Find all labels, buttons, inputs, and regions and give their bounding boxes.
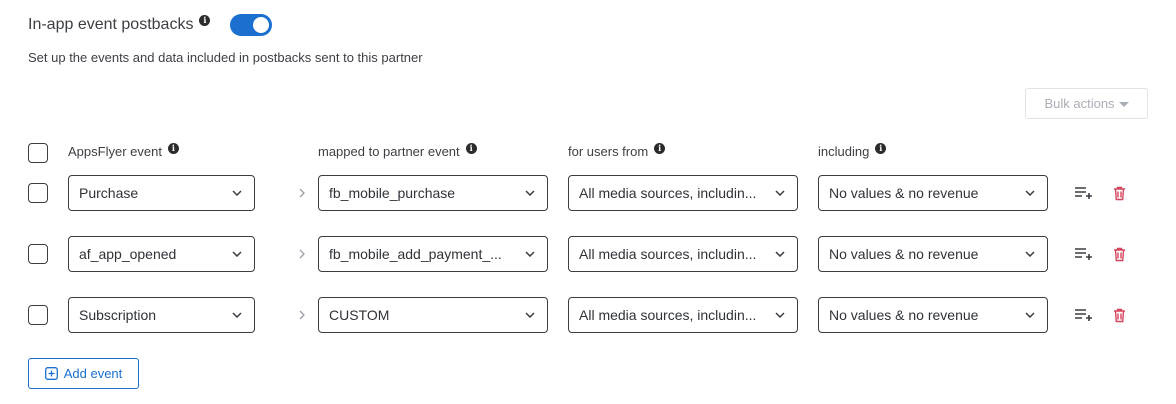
chevron-down-icon <box>521 245 539 263</box>
select-value: All media sources, includin... <box>579 307 757 323</box>
select-value: CUSTOM <box>329 307 390 323</box>
section-title: In-app event postbacks <box>28 16 194 33</box>
including-select[interactable]: No values & no revenue <box>818 297 1048 333</box>
chevron-down-icon <box>1021 245 1039 263</box>
appsflyer-event-select[interactable]: af_app_opened <box>68 236 255 272</box>
partner-event-select[interactable]: CUSTOM <box>318 297 548 333</box>
info-icon[interactable]: i <box>465 143 477 154</box>
column-header-appsflyer-event: AppsFlyer event i <box>68 143 179 159</box>
select-value: Subscription <box>79 307 157 323</box>
info-icon[interactable]: i <box>654 143 666 154</box>
section-subtitle: Set up the events and data included in p… <box>28 50 423 65</box>
chevron-right-icon <box>296 308 308 322</box>
chevron-right-icon <box>296 186 308 200</box>
row-checkbox[interactable] <box>28 183 48 203</box>
chevron-down-icon <box>1021 184 1039 202</box>
column-label: mapped to partner event <box>318 144 460 159</box>
column-label: including <box>818 144 870 159</box>
appsflyer-event-select[interactable]: Subscription <box>68 297 255 333</box>
row-checkbox[interactable] <box>28 244 48 264</box>
postbacks-toggle[interactable] <box>230 14 273 36</box>
delete-icon[interactable] <box>1108 183 1130 203</box>
chevron-right-icon <box>296 247 308 261</box>
chevron-down-icon <box>228 245 246 263</box>
chevron-down-icon <box>771 245 789 263</box>
add-parameter-icon[interactable] <box>1073 183 1095 203</box>
users-from-select[interactable]: All media sources, includin... <box>568 297 798 333</box>
users-from-select[interactable]: All media sources, includin... <box>568 175 798 211</box>
select-value: All media sources, includin... <box>579 185 757 201</box>
including-select[interactable]: No values & no revenue <box>818 236 1048 272</box>
bulk-actions-button[interactable]: Bulk actions <box>1025 88 1148 119</box>
select-value: Purchase <box>79 185 139 201</box>
add-parameter-icon[interactable] <box>1073 305 1095 325</box>
select-all-checkbox[interactable] <box>28 143 48 163</box>
bulk-actions-label: Bulk actions <box>1044 96 1115 111</box>
row-checkbox[interactable] <box>28 305 48 325</box>
column-header-partner-event: mapped to partner event i <box>318 143 477 159</box>
add-event-button[interactable]: Add event <box>28 358 139 389</box>
chevron-down-icon <box>1021 306 1039 324</box>
column-header-users-from: for users from i <box>568 143 666 159</box>
toggle-knob <box>253 17 270 33</box>
partner-event-select[interactable]: fb_mobile_purchase <box>318 175 548 211</box>
select-value: No values & no revenue <box>829 246 979 262</box>
column-header-including: including i <box>818 143 887 159</box>
select-value: No values & no revenue <box>829 185 979 201</box>
info-icon[interactable]: i <box>167 143 179 154</box>
delete-icon[interactable] <box>1108 244 1130 264</box>
select-value: No values & no revenue <box>829 307 979 323</box>
add-parameter-icon[interactable] <box>1073 244 1095 264</box>
chevron-down-icon <box>771 306 789 324</box>
users-from-select[interactable]: All media sources, includin... <box>568 236 798 272</box>
select-value: af_app_opened <box>79 246 177 262</box>
plus-square-icon <box>44 367 58 380</box>
chevron-down-icon <box>521 184 539 202</box>
chevron-down-icon <box>771 184 789 202</box>
chevron-down-icon <box>521 306 539 324</box>
chevron-down-icon <box>228 184 246 202</box>
section-header: In-app event postbacks i <box>28 14 273 36</box>
appsflyer-event-select[interactable]: Purchase <box>68 175 255 211</box>
info-icon[interactable]: i <box>199 14 211 26</box>
delete-icon[interactable] <box>1108 305 1130 325</box>
select-value: fb_mobile_purchase <box>329 185 456 201</box>
chevron-down-icon <box>228 306 246 324</box>
column-label: AppsFlyer event <box>68 144 162 159</box>
select-value: All media sources, includin... <box>579 246 757 262</box>
caret-down-icon <box>1118 102 1129 107</box>
add-event-label: Add event <box>63 366 123 381</box>
select-value: fb_mobile_add_payment_... <box>329 246 502 262</box>
column-label: for users from <box>568 144 649 159</box>
partner-event-select[interactable]: fb_mobile_add_payment_... <box>318 236 548 272</box>
including-select[interactable]: No values & no revenue <box>818 175 1048 211</box>
info-icon[interactable]: i <box>875 143 887 154</box>
